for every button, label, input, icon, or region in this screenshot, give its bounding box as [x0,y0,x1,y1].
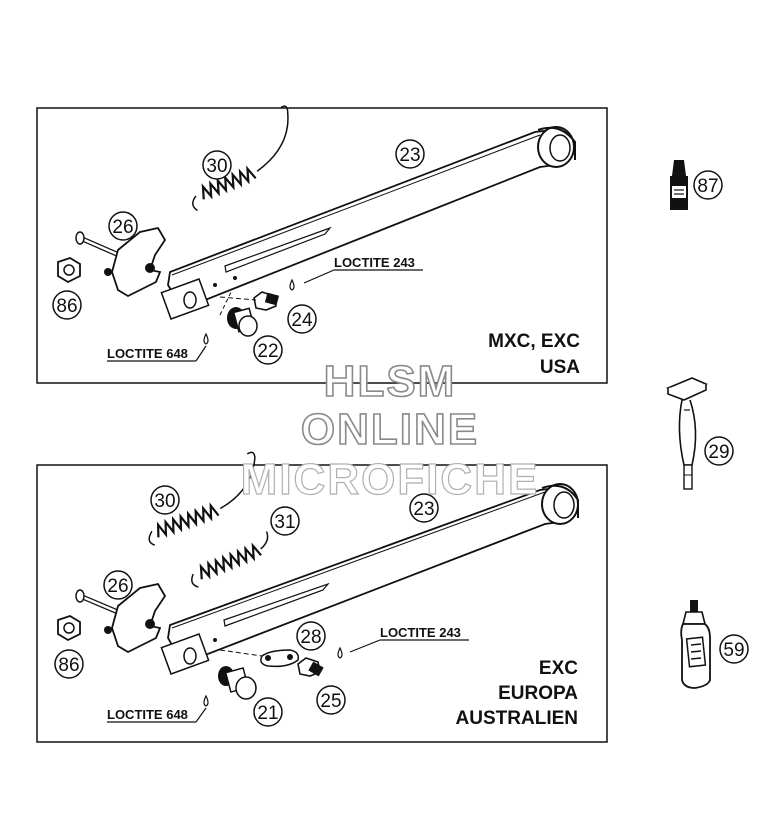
watermark-line-1: HLSM [323,356,457,407]
variant-label-bottom-line2: EUROPA [498,683,578,704]
nut-86-bottom [57,615,81,642]
svg-text:23: 23 [413,499,434,520]
pin-21 [203,666,257,707]
loctite-tube-87 [670,160,688,210]
callout-31-bottom: 31 [270,506,300,536]
loctite-648-label-bottom: LOCTITE 648 [107,707,207,723]
callout-25-bottom: 25 [316,685,346,715]
loctite-648-label-top: LOCTITE 648 [107,345,207,362]
panel-top: LOCTITE 243 LOCTITE 648 MXC, EXC USA 30 … [36,105,608,384]
pin-22 [203,289,258,345]
svg-text:24: 24 [291,310,313,331]
variant-label-top-line1: MXC, EXC [488,331,580,352]
spring-30 [192,105,289,212]
callout-28-bottom: 28 [296,621,326,651]
tool-29 [665,377,708,490]
side-stand-23 [160,126,576,320]
callout-86-bottom: 86 [54,649,84,679]
bracket-26 [75,226,167,298]
watermark-line-3: MICROFICHE [240,454,540,504]
callout-26-bottom: 26 [103,570,133,600]
screw-24 [219,278,295,311]
svg-text:87: 87 [697,176,718,197]
variant-label-bottom-line1: EXC [539,658,578,679]
svg-text:22: 22 [257,341,278,362]
svg-text:LOCTITE 648: LOCTITE 648 [107,346,188,361]
screw-25 [297,646,343,677]
nut-86 [57,257,81,284]
bracket-26-bottom [75,582,167,654]
callout-29: 29 [704,436,734,466]
svg-text:26: 26 [107,576,128,597]
svg-text:31: 31 [274,512,295,533]
svg-text:30: 30 [154,491,175,512]
loctite-243-label-top: LOCTITE 243 [303,255,423,284]
callout-23-bottom: 23 [409,493,439,523]
svg-text:29: 29 [708,442,729,463]
side-stand-23-bottom [160,483,579,675]
callout-21-bottom: 21 [253,697,283,727]
callout-30-bottom: 30 [150,485,180,515]
svg-text:59: 59 [723,640,744,661]
callout-24-top: 24 [287,304,317,334]
callout-30-top: 30 [202,150,232,180]
callout-87: 87 [693,170,723,200]
svg-text:86: 86 [56,296,77,317]
panel-bottom: LOCTITE 243 LOCTITE 648 EXC EUROPA AUSTR… [36,451,608,743]
svg-text:30: 30 [206,156,227,177]
svg-text:86: 86 [58,655,79,676]
plate-28 [219,649,300,668]
callout-22-top: 22 [253,335,283,365]
watermark-line-2: ONLINE [300,404,480,455]
variant-label-top-line2: USA [540,357,580,378]
svg-text:LOCTITE 648: LOCTITE 648 [107,707,188,722]
svg-text:25: 25 [320,691,341,712]
callout-59: 59 [719,634,749,664]
svg-text:23: 23 [399,145,420,166]
svg-text:21: 21 [257,703,278,724]
svg-text:28: 28 [300,627,321,648]
loctite-243-label-bottom: LOCTITE 243 [349,625,469,653]
svg-text:LOCTITE 243: LOCTITE 243 [334,255,415,270]
svg-text:26: 26 [112,217,133,238]
svg-text:LOCTITE 243: LOCTITE 243 [380,625,461,640]
loctite-bottle-59 [680,600,711,689]
spring-31 [191,531,269,588]
callout-86-top: 86 [52,290,82,320]
spring-30-bottom [148,451,256,546]
callout-26-top: 26 [108,211,138,241]
callout-23-top: 23 [395,139,425,169]
variant-label-bottom-line3: AUSTRALIEN [456,708,578,729]
